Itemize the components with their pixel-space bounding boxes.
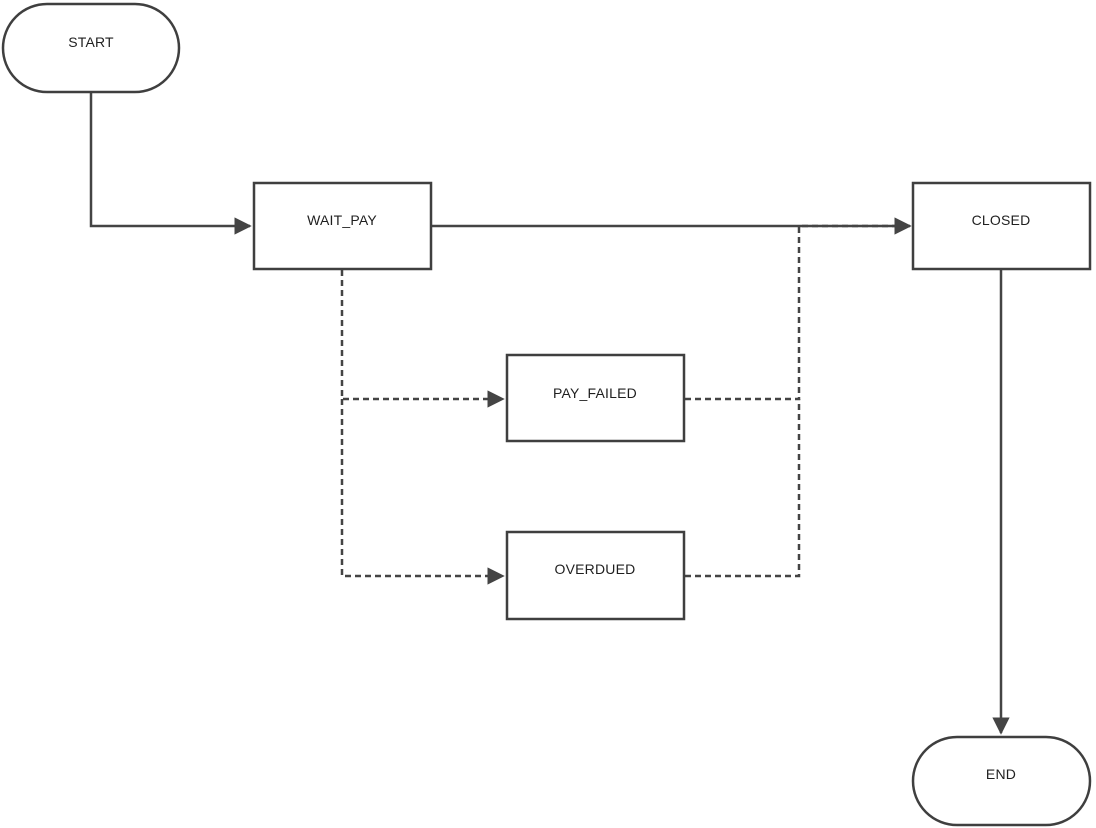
node-closed[interactable]: CLOSED xyxy=(911,181,1092,271)
node-overdued-label: OVERDUED xyxy=(555,561,636,577)
node-pay-failed-label: PAY_FAILED xyxy=(553,385,637,401)
node-start-label: START xyxy=(68,34,114,50)
node-wait-pay-label: WAIT_PAY xyxy=(307,212,377,228)
node-start[interactable]: START xyxy=(1,2,181,94)
edge-overdued-to-closed xyxy=(685,399,801,578)
node-wait-pay[interactable]: WAIT_PAY xyxy=(252,181,433,271)
node-overdued[interactable]: OVERDUED xyxy=(505,530,686,621)
node-end-label: END xyxy=(986,766,1016,782)
node-end[interactable]: END xyxy=(911,735,1092,827)
edge-pay-failed-to-closed xyxy=(685,224,906,401)
edge-wait-pay-to-overdued xyxy=(340,399,505,585)
edge-wait-pay-to-pay-failed xyxy=(340,270,505,408)
node-pay-failed[interactable]: PAY_FAILED xyxy=(505,353,686,443)
edge-start-to-wait-pay xyxy=(89,92,252,235)
node-closed-label: CLOSED xyxy=(972,212,1031,228)
